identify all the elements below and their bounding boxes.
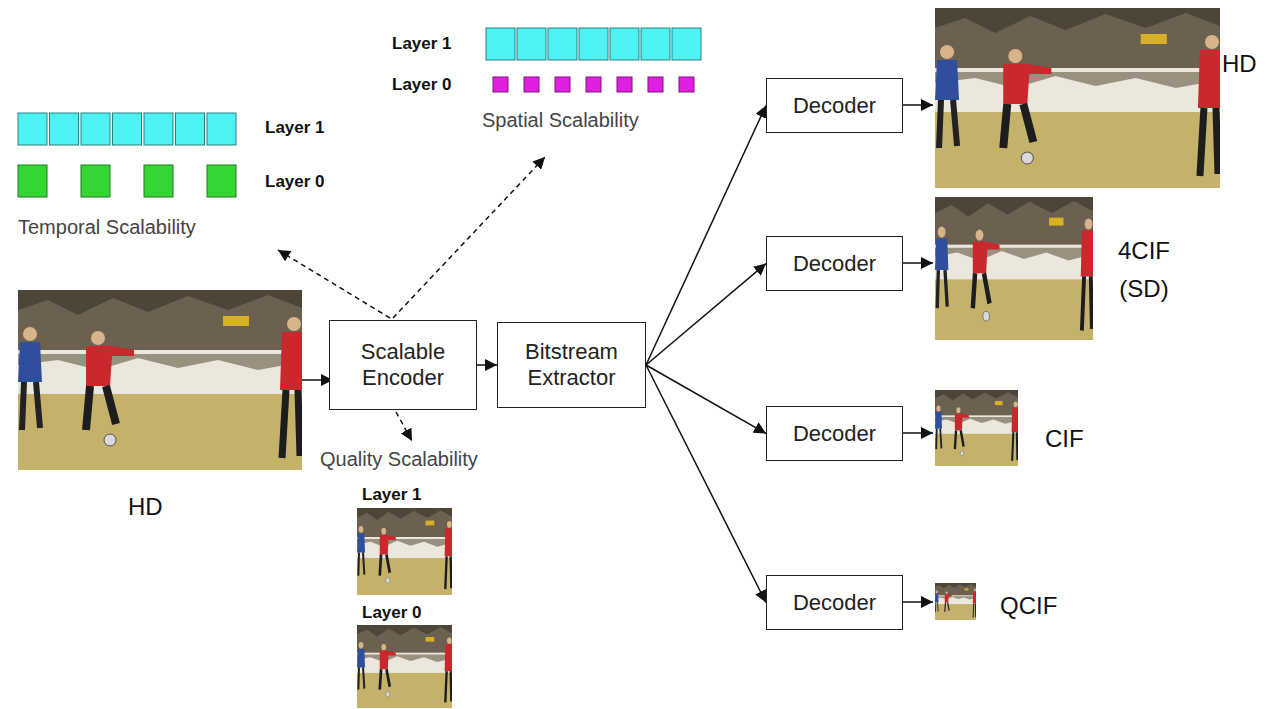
dashed-arrow [393,157,545,318]
output-arrow [903,601,933,603]
flow-arrow [646,106,766,366]
layer-label: Layer 0 [392,75,452,95]
frame-square [176,113,205,145]
frame-square [144,165,173,197]
box-label: Scalable Encoder [330,339,476,391]
format-label: HD [1222,50,1257,79]
frame-square [18,113,47,145]
frame-square [493,77,508,92]
frame-square [586,77,601,92]
layer-label: Quality Scalability [320,447,478,471]
process-box: Decoder [766,236,903,291]
flow-arrow [646,264,766,366]
frame-square [524,77,539,92]
frame-square [548,28,577,60]
layer-label: Layer 0 [265,172,325,192]
frame-square [610,28,639,60]
process-box: Scalable Encoder [329,320,477,410]
frame-square [555,77,570,92]
frame-square [579,28,608,60]
format-label: 4CIF (SD) [1108,232,1180,308]
hd-frame [935,8,1220,188]
frame-square [113,113,142,145]
frame-square [617,77,632,92]
frame-square [672,28,701,60]
frame-square [144,113,173,145]
flow-arrow [477,364,497,366]
box-label: Decoder [793,93,876,119]
quality-frame [357,625,452,708]
frame-square [648,77,663,92]
output-arrow [903,104,933,106]
format-label: QCIF [1000,592,1057,621]
dashed-arrow [278,250,390,318]
layer-label: Layer 1 [265,118,325,138]
box-label: Decoder [793,251,876,277]
box-label: Decoder [793,421,876,447]
layer-label: Temporal Scalability [18,215,196,239]
frame-square [81,113,110,145]
frame-square [81,165,110,197]
format-label: HD [128,493,163,522]
frame-square [207,113,236,145]
process-box: Decoder [766,406,903,461]
box-label: Decoder [793,590,876,616]
quality-frame [357,508,452,595]
spatial-layers [486,28,701,92]
temporal-layers [18,113,236,197]
video-frames [18,8,1220,708]
layer-label: Layer 1 [362,485,422,505]
frame-square [517,28,546,60]
layout-arrows [278,105,933,602]
input-frame [18,290,302,470]
frame-square [679,77,694,92]
cif-frame [935,390,1018,466]
flow-arrow [646,365,766,603]
frame-square [18,165,47,197]
qcif-frame [935,583,976,620]
layer-label: Spatial Scalability [482,108,639,132]
process-box: Decoder [766,575,903,630]
layer-label: Layer 0 [362,603,422,623]
output-arrow [903,262,933,264]
frame-square [641,28,670,60]
process-box: Bitstream Extractor [497,322,646,408]
frame-square [207,165,236,197]
process-box: Decoder [766,78,903,133]
output-arrow [903,432,933,434]
format-label: CIF [1045,425,1084,454]
box-label: Bitstream Extractor [498,339,645,391]
dashed-arrow [396,412,412,441]
frame-square [50,113,79,145]
layer-label: Layer 1 [392,34,452,54]
frame-square [486,28,515,60]
sd-frame [935,197,1093,340]
